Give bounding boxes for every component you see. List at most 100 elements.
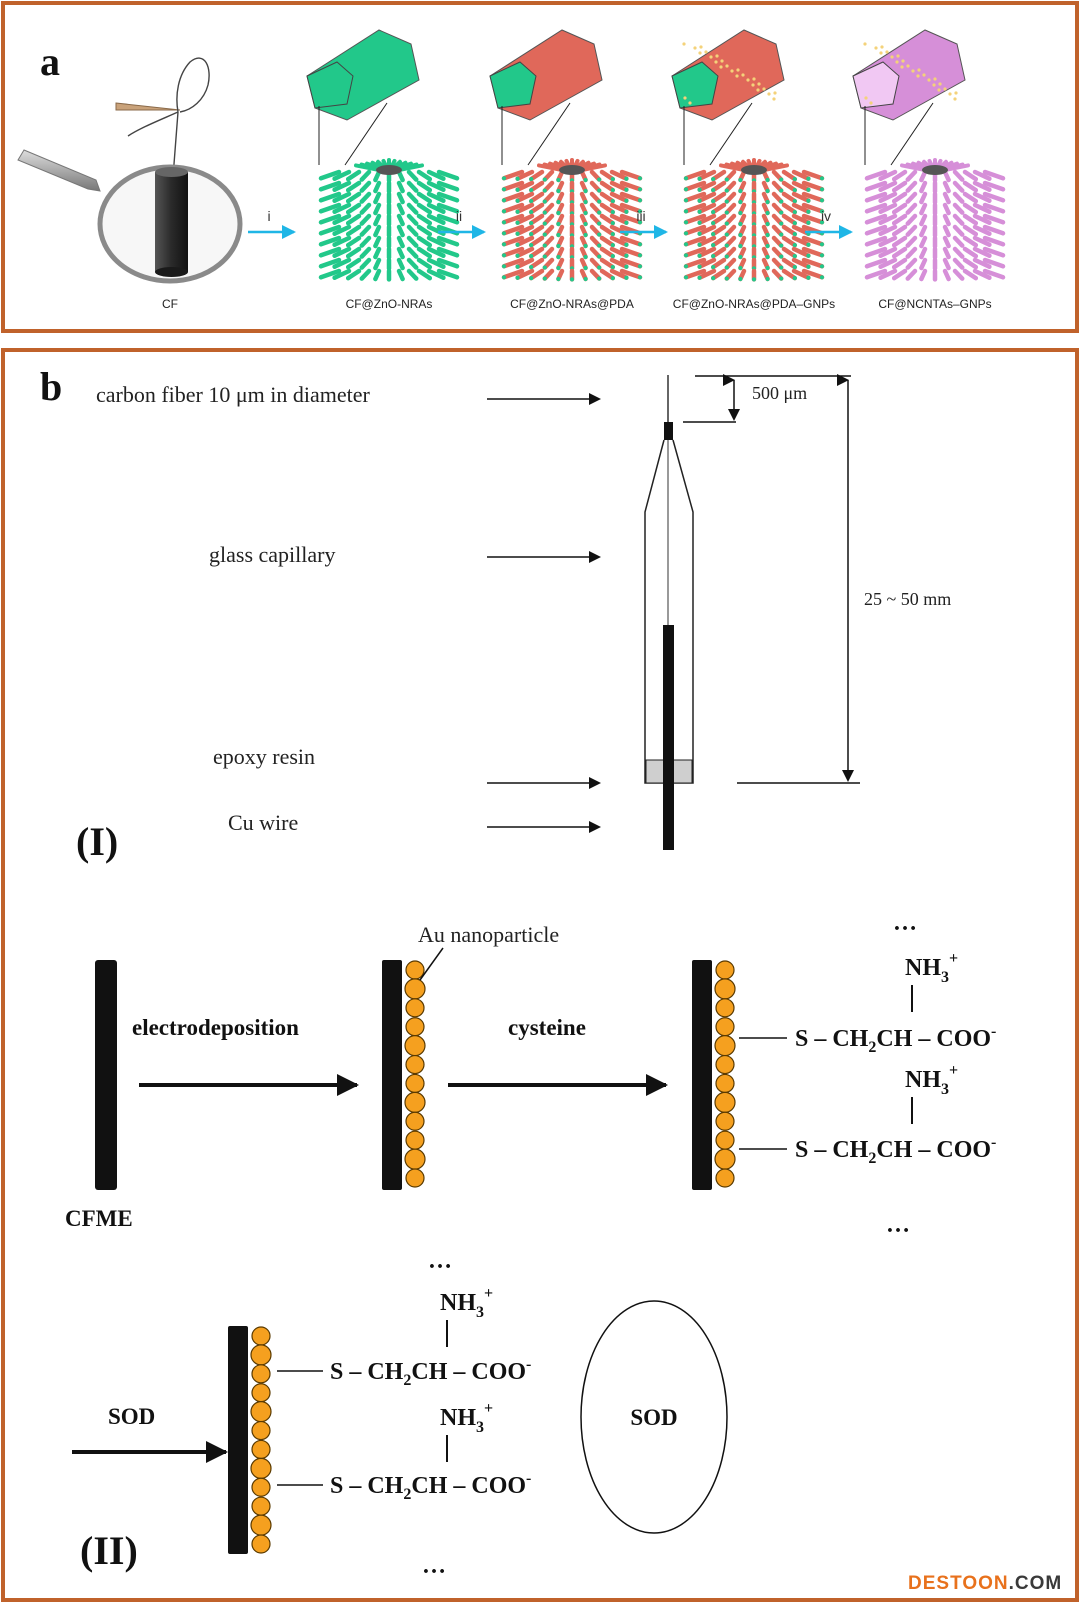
nanorod	[891, 180, 908, 193]
nanorod-tip	[819, 209, 825, 214]
nanorod	[426, 180, 446, 192]
nanorod-tip	[583, 210, 588, 216]
nanorod	[528, 213, 545, 226]
gold-nanoparticle-dot	[911, 69, 915, 73]
nanorod-tip	[819, 253, 825, 258]
nanorod-tip	[946, 199, 951, 205]
pen-icon	[17, 149, 101, 192]
nanorod-tip	[332, 209, 337, 214]
nanorod	[609, 213, 629, 225]
nanorod	[710, 213, 727, 226]
nanorod-tip	[765, 276, 770, 282]
nanorod-tip	[359, 243, 364, 248]
ellipsis-top-1: …	[893, 910, 917, 936]
nanorod-tip	[427, 177, 432, 182]
nanorod	[801, 191, 825, 203]
au-particle-column-1	[404, 960, 426, 1188]
nanorod-tip	[501, 187, 507, 192]
nanorod-tip	[386, 277, 392, 282]
nanorod-tip	[542, 254, 547, 259]
nanorod-tip	[683, 231, 689, 236]
nanorod-tip	[597, 254, 602, 259]
nanorod-tip	[905, 199, 910, 204]
au-nanoparticle	[715, 1054, 735, 1075]
nanorod	[609, 246, 629, 258]
nanorod-tip	[414, 254, 419, 259]
tweezers-icon	[115, 102, 181, 111]
panel-a-border	[1, 1, 1079, 333]
nanorod	[332, 235, 352, 247]
nanorod	[801, 180, 825, 192]
nanorod-tip	[542, 221, 547, 226]
nanorod-tip	[318, 275, 324, 280]
nanorod	[972, 257, 992, 269]
nanorod-tip	[779, 221, 784, 226]
nanorod	[416, 213, 433, 226]
nanorod-tip	[1000, 253, 1006, 258]
nanorod-tip	[779, 232, 784, 237]
nanorod-tip	[973, 177, 978, 182]
nanorod-tip	[819, 264, 825, 269]
nanorod	[332, 213, 352, 225]
nanorod	[515, 191, 535, 203]
nanorod-tip	[529, 265, 534, 270]
gold-nanoparticle-dot	[746, 78, 750, 82]
nanorod-tip	[765, 177, 770, 183]
nanorod-tip	[414, 265, 419, 270]
nanorod	[878, 180, 898, 192]
nanorod-tip	[892, 188, 897, 193]
nanorod	[609, 268, 629, 280]
nanorod	[501, 169, 525, 181]
gold-nanoparticle-dot	[698, 51, 702, 55]
fiber-core-top	[922, 165, 948, 175]
nanorod	[332, 191, 352, 203]
nanorod	[528, 235, 545, 248]
nanorod-tip	[359, 276, 364, 281]
nanorod-tip	[359, 177, 364, 182]
nanorod-tip	[373, 199, 378, 205]
nanorod-tip	[359, 188, 364, 193]
nanorod-tip	[905, 243, 910, 248]
nanorod	[710, 268, 727, 281]
gold-nanoparticle-dot	[688, 101, 692, 105]
nanorod-tip	[515, 220, 520, 225]
nanorod-tip	[400, 232, 405, 238]
gold-nanoparticle-dot	[736, 68, 740, 72]
nanorod-tip	[427, 276, 432, 281]
nanorod-end-face	[489, 61, 537, 109]
nanorod-tip	[697, 187, 702, 192]
nanorod	[791, 202, 811, 214]
nanorod-tip	[414, 276, 419, 281]
nanorod-tip	[892, 276, 897, 281]
nanorod-tip	[779, 254, 784, 259]
au-label-leader	[419, 947, 444, 981]
gold-nanoparticle-dot	[916, 74, 920, 78]
nanorod	[609, 235, 629, 247]
au-nanoparticle	[251, 1326, 271, 1346]
nanorod-tip	[441, 176, 446, 181]
nanorod-tip	[683, 220, 689, 225]
au-nanoparticle	[251, 1477, 271, 1497]
nanorod-tip	[583, 254, 588, 260]
nanorod	[345, 169, 362, 182]
nanorod-tip	[414, 221, 419, 226]
nanorod-tip	[779, 210, 784, 215]
nanorod-tip	[400, 210, 405, 216]
nanorod	[982, 213, 1006, 225]
nanorod-tip	[973, 276, 978, 281]
nanorod-tip	[318, 264, 324, 269]
au-nanoparticle	[405, 998, 425, 1018]
nanorod-tip	[711, 232, 716, 237]
nanorod	[619, 169, 643, 181]
nanorod-tip	[359, 221, 364, 226]
nanorod	[962, 202, 979, 215]
nanorod	[791, 235, 811, 247]
nanorod-tip	[919, 221, 924, 227]
nanorod	[710, 202, 727, 215]
capillary-tip	[664, 422, 673, 440]
sod-arrow-label: SOD	[108, 1404, 155, 1429]
gold-nanoparticle-dot	[885, 50, 889, 54]
step-label: iii	[636, 208, 645, 224]
nanorod	[416, 235, 433, 248]
nanorod	[982, 180, 1006, 192]
